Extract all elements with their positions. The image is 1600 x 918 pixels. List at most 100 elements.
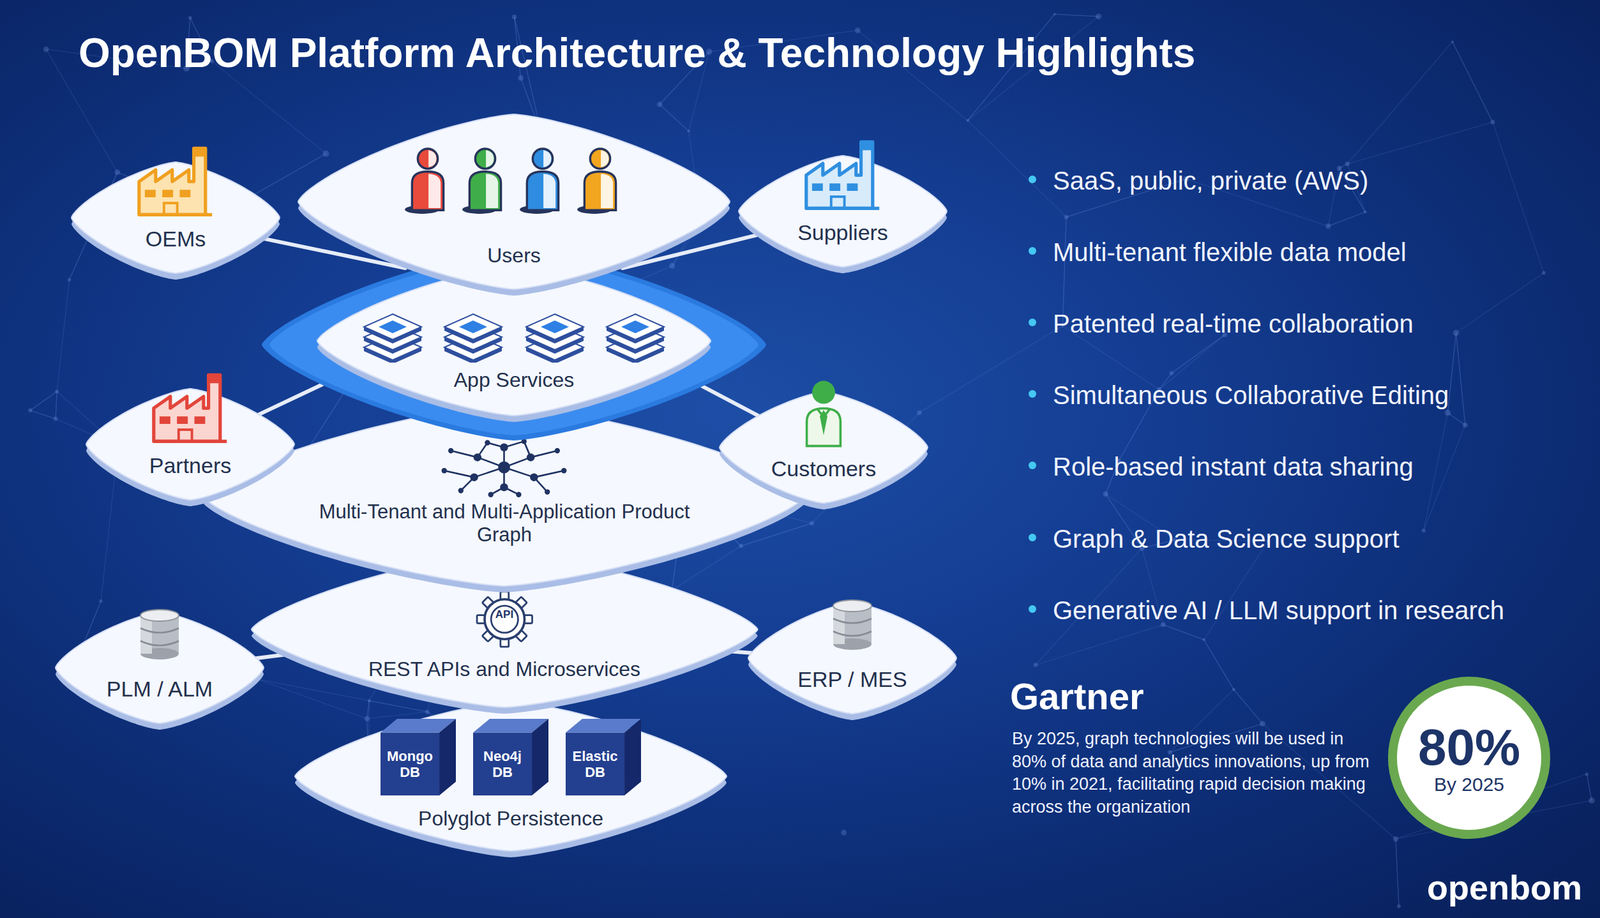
api-label: API bbox=[478, 608, 530, 622]
node-label: 80% bbox=[1418, 720, 1521, 775]
network-line bbox=[1163, 624, 1205, 640]
feature-bullet: Graph & Data Science support bbox=[1052, 523, 1577, 555]
network-line bbox=[1062, 217, 1067, 327]
node-label: REST APIs and Microservices bbox=[368, 657, 641, 682]
network-line bbox=[369, 701, 428, 713]
network-line bbox=[1456, 272, 1544, 333]
network-line bbox=[256, 679, 367, 719]
network-line bbox=[1452, 42, 1493, 123]
network-line bbox=[1233, 689, 1263, 725]
network-line bbox=[1447, 332, 1456, 413]
network-dot bbox=[1393, 836, 1399, 843]
network-line bbox=[1233, 689, 1263, 725]
network-line bbox=[1395, 838, 1399, 907]
network-dot bbox=[188, 15, 193, 20]
network-line bbox=[1163, 624, 1205, 640]
network-dot bbox=[425, 709, 430, 715]
node-shape bbox=[54, 609, 265, 732]
network-line bbox=[30, 391, 57, 411]
database-cube: Neo4j DB bbox=[473, 718, 549, 796]
database-cube: Elastic DB bbox=[565, 718, 642, 796]
tile-icon bbox=[526, 314, 584, 364]
stat-circle: 80%By 2025 bbox=[1387, 676, 1551, 840]
network-dot bbox=[1462, 422, 1468, 428]
node-label: Customers bbox=[771, 456, 876, 482]
tile-icon bbox=[807, 381, 841, 447]
node-label: ERP / MES bbox=[797, 667, 907, 693]
connector-line bbox=[257, 384, 323, 416]
feature-bullet: SaaS, public, private (AWS) bbox=[1052, 165, 1577, 197]
network-line bbox=[55, 391, 57, 419]
feature-bullet: Simultaneous Collaborative Editing bbox=[1052, 379, 1577, 411]
network-line bbox=[919, 326, 1063, 414]
tile-icon bbox=[363, 314, 422, 364]
network-line bbox=[1062, 217, 1067, 327]
network-line bbox=[1054, 14, 1099, 17]
node-shape bbox=[718, 389, 929, 511]
feature-bullet: Patented real-time collaboration bbox=[1052, 308, 1577, 340]
network-dot bbox=[1421, 528, 1426, 533]
node-label: Polyglot Persistence bbox=[418, 807, 604, 831]
cube-side bbox=[439, 718, 456, 796]
platform-layer: Users bbox=[296, 111, 732, 297]
network-line bbox=[1171, 334, 1225, 373]
tile-icon bbox=[806, 141, 880, 209]
network-line bbox=[1492, 121, 1544, 273]
node-shape bbox=[296, 111, 732, 297]
network-line bbox=[1423, 413, 1449, 532]
tile-icon bbox=[404, 148, 444, 214]
network-dot bbox=[54, 389, 59, 394]
tile-icon bbox=[140, 609, 179, 660]
network-line bbox=[56, 279, 69, 392]
layer-face bbox=[317, 266, 711, 416]
node-label: Multi-Tenant and Multi-Application Produ… bbox=[312, 500, 696, 546]
network-line bbox=[55, 391, 57, 419]
network-dot bbox=[1451, 40, 1454, 43]
network-line bbox=[1423, 425, 1466, 531]
network-dot bbox=[669, 263, 675, 269]
network-line bbox=[1054, 14, 1099, 17]
platform-layer: Polyglot Persistence Mongo DB Neo4j DB Elas… bbox=[293, 699, 728, 859]
network-line bbox=[367, 701, 370, 719]
diagram-title: OpenBOM Platform Architecture & Technolo… bbox=[78, 29, 1196, 77]
node-shape bbox=[747, 600, 958, 722]
stakeholder-tile: ERP / MES bbox=[747, 600, 958, 722]
node-label: Neo4j DB bbox=[476, 748, 529, 781]
network-line bbox=[1452, 42, 1493, 123]
node-label: By 2025 bbox=[1433, 774, 1505, 795]
network-line bbox=[1586, 774, 1592, 801]
network-dot bbox=[67, 278, 71, 282]
network-line bbox=[1456, 332, 1466, 426]
cube-front bbox=[380, 732, 440, 796]
network-line bbox=[367, 711, 428, 719]
network-line bbox=[30, 410, 56, 419]
network-line bbox=[30, 391, 57, 411]
tile-icon bbox=[153, 374, 227, 442]
network-line bbox=[256, 679, 370, 702]
database-cube: Mongo DB bbox=[380, 718, 456, 796]
layer-face bbox=[202, 404, 806, 587]
stakeholder-tile: Partners bbox=[84, 386, 296, 508]
network-dot bbox=[840, 830, 847, 836]
network-line bbox=[1171, 334, 1225, 373]
network-line bbox=[1204, 639, 1235, 690]
node-label: PLM / ALM bbox=[106, 676, 213, 702]
feature-bullet: Generative AI / LLM support in research bbox=[1052, 595, 1577, 626]
tile-icon bbox=[462, 148, 501, 214]
tile-icon bbox=[833, 600, 872, 650]
network-line bbox=[659, 104, 689, 131]
cube-front bbox=[473, 732, 532, 796]
node-label: Elastic DB bbox=[569, 748, 621, 781]
network-line bbox=[1395, 838, 1399, 907]
network-line bbox=[1204, 540, 1269, 640]
connector-line bbox=[702, 386, 760, 417]
node-shape bbox=[84, 386, 296, 508]
network-line bbox=[1328, 211, 1366, 227]
node-shape bbox=[70, 159, 281, 281]
network-dot bbox=[916, 410, 922, 416]
stat-ring bbox=[1392, 681, 1546, 835]
network-dot bbox=[1202, 638, 1206, 642]
tile-icon bbox=[476, 591, 532, 647]
node-shape bbox=[737, 153, 949, 275]
stakeholder-tile: OEMs bbox=[70, 159, 281, 281]
